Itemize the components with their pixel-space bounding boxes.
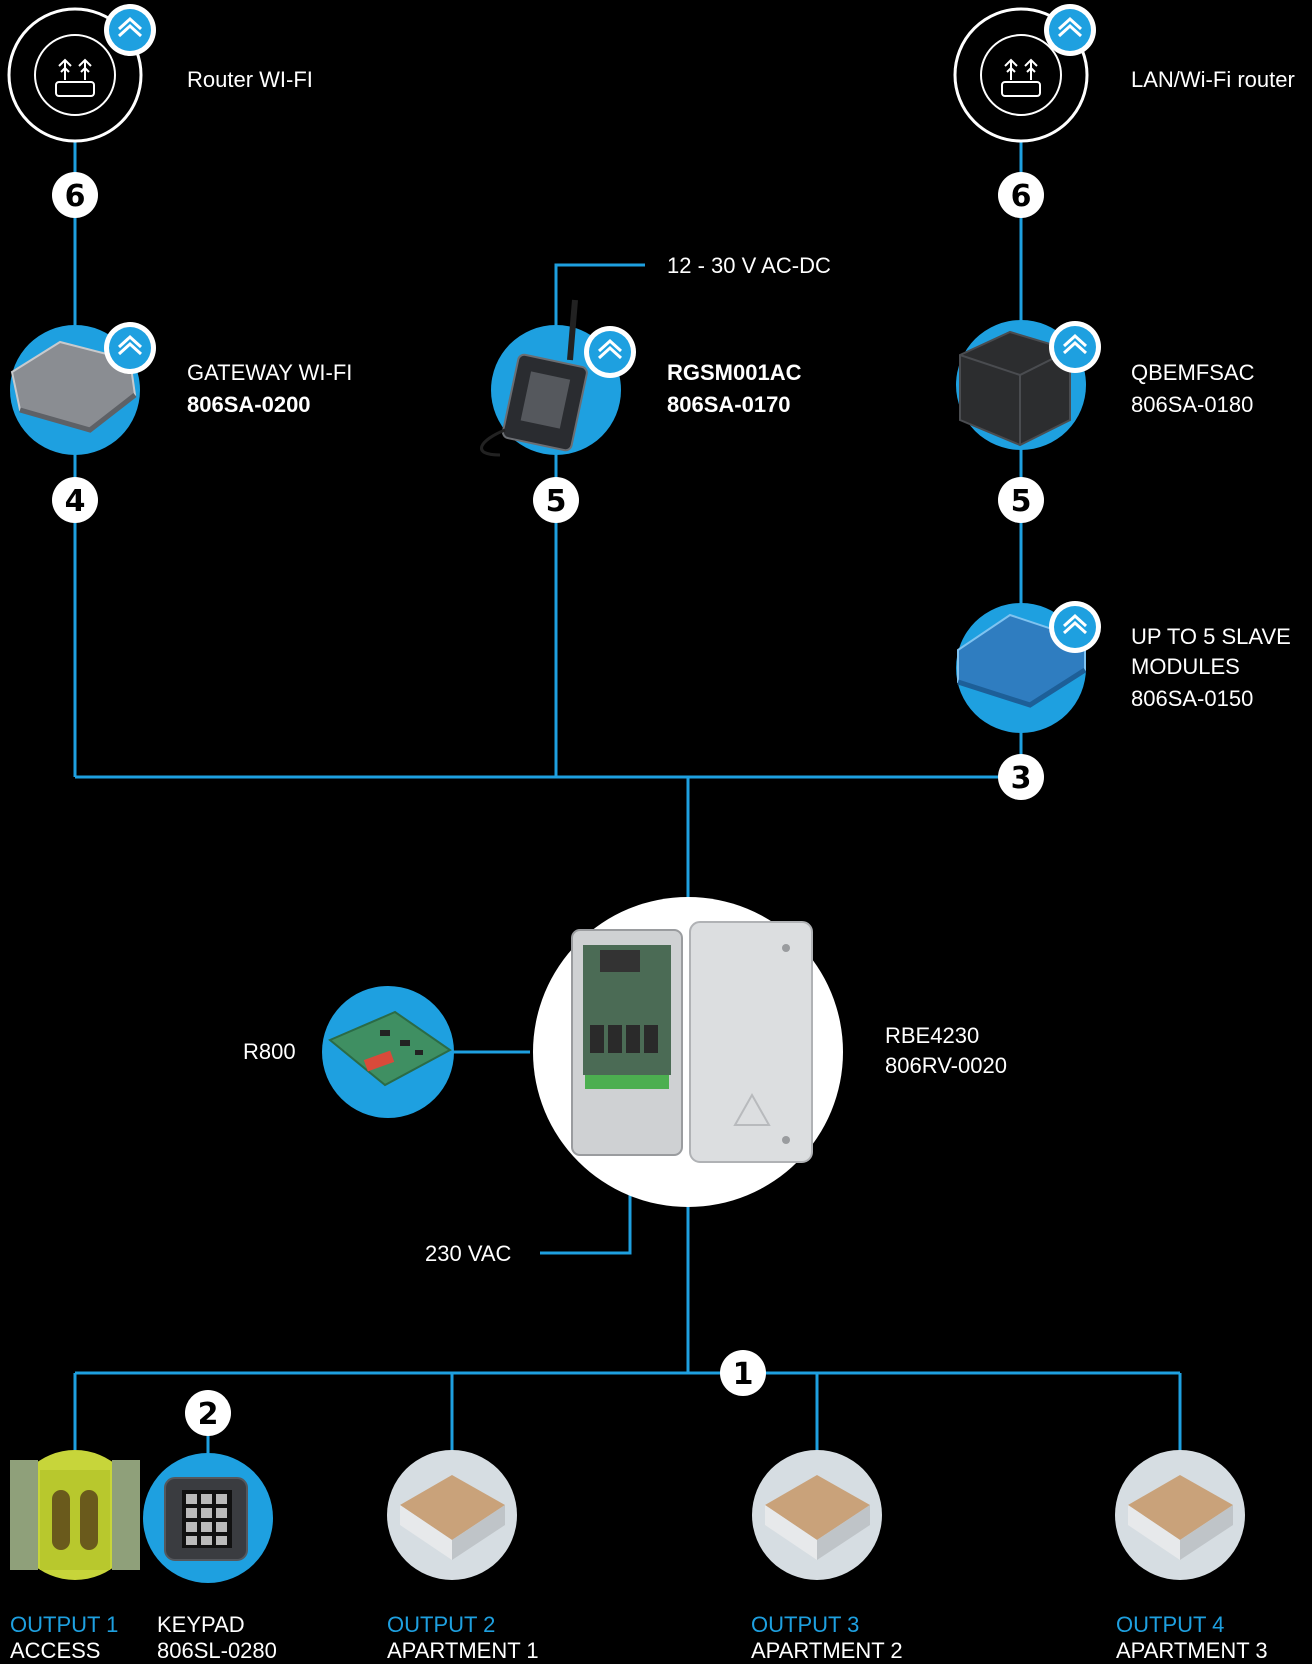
badge-3: 3	[998, 754, 1044, 800]
app-chevron-icon	[1049, 321, 1101, 373]
output-1-title: OUTPUT 1	[10, 1612, 119, 1637]
badge-number: 5	[546, 484, 567, 519]
qbe-code-label: 806SA-0180	[1131, 392, 1254, 417]
badge-number: 5	[1011, 484, 1032, 519]
output-4-title: OUTPUT 4	[1116, 1612, 1225, 1637]
lan-router-label: LAN/Wi-Fi router	[1131, 67, 1295, 92]
rgsm-power-label: 12 - 30 V AC-DC	[667, 253, 831, 278]
keypad-device	[143, 1453, 273, 1583]
apartment-3-image	[1115, 1450, 1245, 1580]
keypad-name-label: KEYPAD	[157, 1612, 245, 1637]
badge-number: 2	[198, 1397, 219, 1432]
badge-number: 1	[733, 1357, 754, 1392]
router-wifi-left	[7, 4, 156, 143]
badge-number: 3	[1011, 761, 1032, 796]
slave-module-device	[956, 601, 1101, 733]
badge-number: 6	[65, 179, 86, 214]
apartment-1-image	[387, 1450, 517, 1580]
router-wifi-label: Router WI-FI	[187, 67, 313, 92]
qbe-name-label: QBEMFSAC	[1131, 360, 1255, 385]
output-4-name: APARTMENT 3	[1116, 1638, 1268, 1663]
output-2-title: OUTPUT 2	[387, 1612, 496, 1637]
badge-2: 2	[185, 1390, 231, 1436]
gateway-name-label: GATEWAY WI-FI	[187, 360, 353, 385]
output-3-title: OUTPUT 3	[751, 1612, 860, 1637]
apartment-2-image	[752, 1450, 882, 1580]
receiver-name-label: RBE4230	[885, 1023, 980, 1048]
badge-1: 1	[720, 1350, 766, 1396]
slave-line1-label: UP TO 5 SLAVE	[1131, 624, 1291, 649]
output-2-name: APARTMENT 1	[387, 1638, 539, 1663]
badge-6-left: 6	[52, 172, 98, 218]
app-chevron-icon	[104, 4, 156, 56]
receiver-power-label: 230 VAC	[425, 1241, 512, 1266]
app-chevron-icon	[584, 326, 636, 378]
badge-4: 4	[52, 477, 98, 523]
badge-number: 6	[1011, 179, 1032, 214]
app-chevron-icon	[1049, 601, 1101, 653]
output-3-name: APARTMENT 2	[751, 1638, 903, 1663]
slave-code-label: 806SA-0150	[1131, 686, 1254, 711]
app-chevron-icon	[1044, 4, 1096, 56]
gateway-code-label: 806SA-0200	[187, 392, 311, 417]
output-1-name: ACCESS	[10, 1638, 101, 1663]
router-icon	[1001, 58, 1041, 97]
receiver-code-label: 806RV-0020	[885, 1053, 1007, 1078]
badge-5-qbe: 5	[998, 477, 1044, 523]
keypad-code-label: 806SL-0280	[157, 1638, 277, 1663]
qbemfsac-device	[956, 320, 1101, 450]
badge-5-rgsm: 5	[533, 477, 579, 523]
badge-number: 4	[65, 484, 86, 519]
router-lan-right	[953, 4, 1096, 143]
router-icon	[55, 58, 95, 97]
app-chevron-icon	[104, 322, 156, 374]
rbe4230-receiver-device	[533, 897, 843, 1207]
rgsm-code-label: 806SA-0170	[667, 392, 791, 417]
slave-line2-label: MODULES	[1131, 654, 1240, 679]
r800-card-device	[322, 986, 454, 1118]
badge-6-right: 6	[998, 172, 1044, 218]
rgsm-module-device	[480, 299, 636, 457]
gateway-wifi-device	[10, 322, 156, 455]
access-door-image	[10, 1450, 140, 1580]
rgsm-name-label: RGSM001AC	[667, 360, 802, 385]
r800-label: R800	[243, 1039, 296, 1064]
